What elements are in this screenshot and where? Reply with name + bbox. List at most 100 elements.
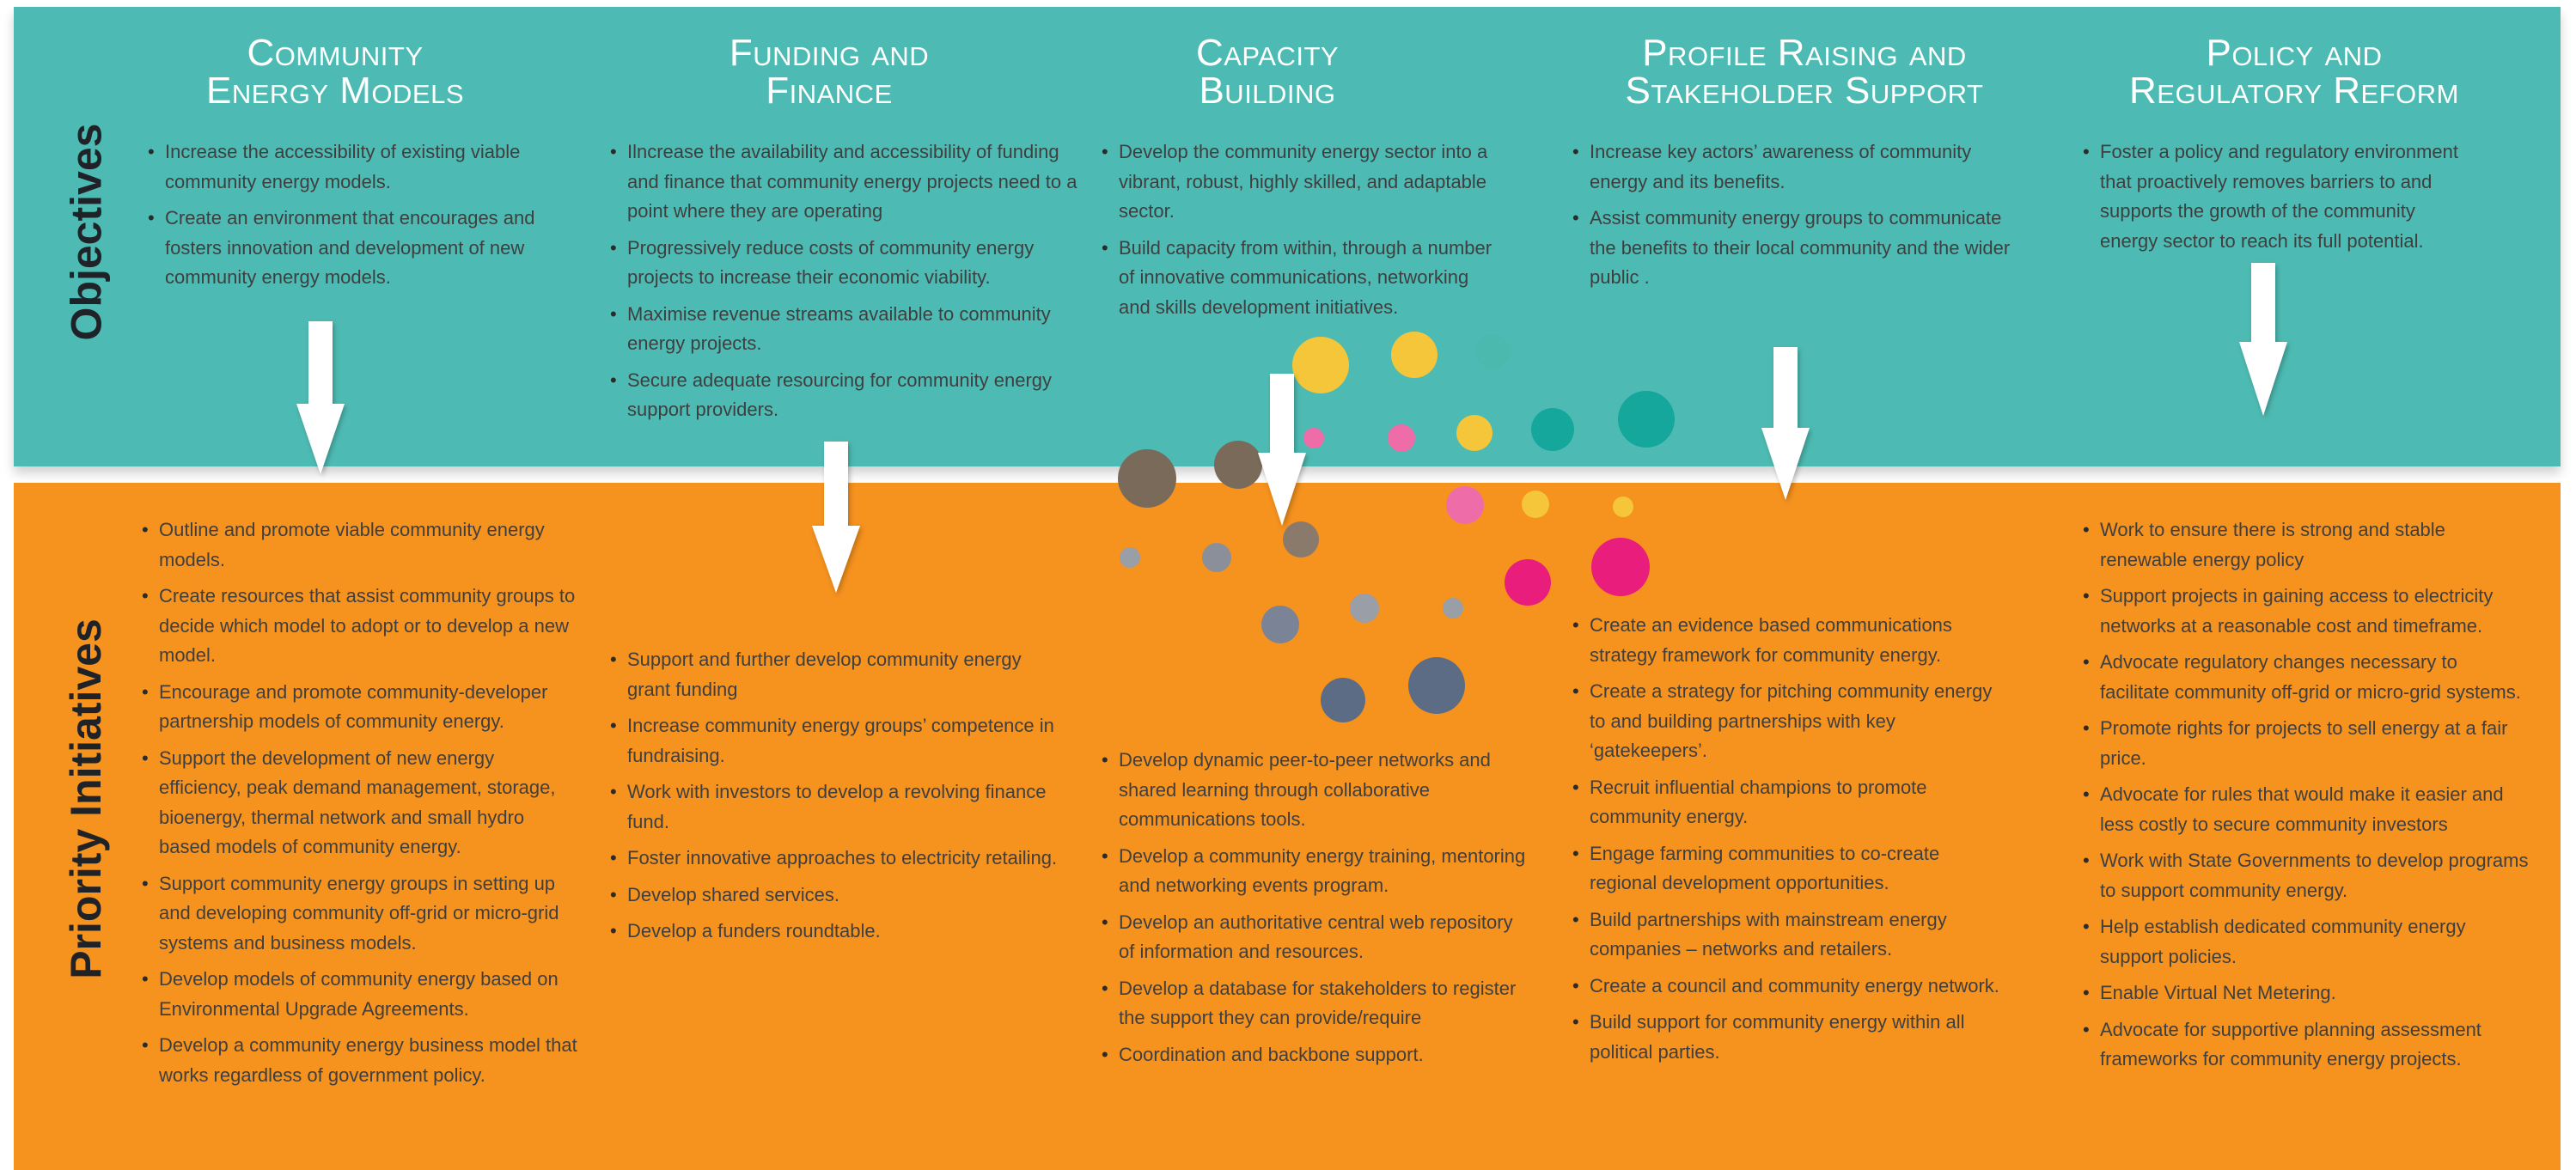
initiative-item: Support the development of new energy ef… (142, 744, 580, 862)
dot (1214, 441, 1262, 489)
initiative-item: Promote rights for projects to sell ener… (2083, 714, 2530, 773)
initiative-item: Work with investors to develop a revolvi… (610, 777, 1061, 837)
initiative-item: Develop a community energy business mode… (142, 1031, 580, 1090)
title-line: Profile Raising and (1642, 32, 1967, 74)
initiative-item: Build support for community energy withi… (1572, 1008, 2006, 1067)
title-line: Capacity (1195, 32, 1340, 74)
down-arrow-icon (812, 442, 860, 593)
title-line: Policy and (2206, 32, 2383, 74)
objective-item: Assist community energy groups to commun… (1572, 204, 2019, 293)
initiative-item: Develop shared services. (610, 881, 1061, 911)
initiative-item: Develop models of community energy based… (142, 965, 580, 1024)
initiative-item: Coordination and backbone support. (1102, 1040, 1527, 1070)
initiatives-list-community-energy-models: Outline and promote viable community ene… (142, 515, 580, 1097)
decorative-dots (1118, 332, 1675, 722)
title-line: Building (1199, 70, 1336, 112)
initiative-item: Support community energy groups in setti… (142, 869, 580, 959)
dot (1505, 559, 1551, 606)
objective-item: Progressively reduce costs of community … (610, 234, 1087, 293)
initiative-item: Enable Virtual Net Metering. (2083, 978, 2530, 1009)
objective-item: Build capacity from within, through a nu… (1102, 234, 1492, 323)
dot (1283, 521, 1319, 558)
initiative-item: Foster innovative approaches to electric… (610, 844, 1061, 874)
down-arrow-icon (1258, 374, 1306, 526)
column-title-profile-raising: Profile Raising and Stakeholder Support (1555, 34, 2054, 110)
initiative-item: Help establish dedicated community energ… (2083, 912, 2530, 972)
initiative-item: Create a strategy for pitching community… (1572, 677, 2006, 766)
initiative-item: Engage farming communities to co-create … (1572, 839, 2006, 899)
dot (1456, 415, 1492, 451)
initiative-item: Advocate regulatory changes necessary to… (2083, 648, 2530, 707)
dot (1350, 594, 1379, 623)
initiatives-list-funding-and-finance: Support and further develop community en… (610, 645, 1061, 954)
initiative-item: Build partnerships with mainstream energ… (1572, 905, 2006, 965)
initiative-item: Develop a community energy training, men… (1102, 842, 1527, 901)
initiative-item: Work to ensure there is strong and stabl… (2083, 515, 2530, 575)
dot (1303, 428, 1324, 448)
objective-item: Maximise revenue streams available to co… (610, 300, 1087, 359)
dot (1591, 538, 1650, 596)
objectives-list-funding-and-finance: Ilncrease the availability and accessibi… (610, 137, 1087, 432)
dot (1120, 547, 1140, 568)
initiative-item: Create a council and community energy ne… (1572, 972, 2006, 1002)
column-title-capacity-building: Capacity Building (1087, 34, 1448, 110)
initiative-item: Recruit influential champions to promote… (1572, 773, 2006, 832)
initiatives-list-capacity-building: Develop dynamic peer-to-peer networks an… (1102, 746, 1527, 1076)
title-line: Community (247, 32, 424, 74)
flow-arrows (296, 263, 2287, 593)
objective-item: Increase the accessibility of existing v… (148, 137, 569, 197)
dot (1475, 334, 1510, 369)
column-title-community-energy-models: Community Energy Models (155, 34, 516, 110)
objectives-list-community-energy-models: Increase the accessibility of existing v… (148, 137, 569, 300)
down-arrow-icon (296, 321, 345, 474)
initiative-item: Increase community energy groups’ compet… (610, 711, 1061, 771)
objective-item: Create an environment that encourages an… (148, 204, 569, 293)
initiative-item: Develop an authoritative central web rep… (1102, 908, 1527, 967)
objective-item: Foster a policy and regulatory environme… (2083, 137, 2478, 256)
objective-item: Ilncrease the availability and accessibi… (610, 137, 1087, 227)
initiative-item: Work with State Governments to develop p… (2083, 846, 2530, 905)
initiatives-list-policy-regulatory: Work to ensure there is strong and stabl… (2083, 515, 2530, 1082)
objectives-list-capacity-building: Develop the community energy sector into… (1102, 137, 1492, 329)
initiative-item: Create an evidence based communications … (1572, 611, 2006, 670)
dot (1522, 491, 1549, 518)
dot (1408, 657, 1465, 714)
objective-item: Secure adequate resourcing for community… (610, 366, 1087, 425)
down-arrow-icon (1761, 347, 1810, 500)
dot (1202, 543, 1231, 572)
title-line: Funding and (729, 32, 930, 74)
dot (1388, 424, 1415, 452)
objectives-list-policy-regulatory: Foster a policy and regulatory environme… (2083, 137, 2478, 263)
initiative-item: Advocate for rules that would make it ea… (2083, 780, 2530, 839)
initiative-item: Create resources that assist community g… (142, 582, 580, 671)
objectives-list-profile-raising: Increase key actors’ awareness of commun… (1572, 137, 2019, 300)
dot (1292, 337, 1349, 393)
down-arrow-icon (2239, 263, 2287, 416)
initiative-item: Support and further develop community en… (610, 645, 1061, 704)
title-line: Stakeholder Support (1625, 70, 1984, 112)
dot (1446, 486, 1484, 524)
dot (1613, 497, 1633, 517)
title-line: Energy Models (205, 70, 465, 112)
objective-item: Develop the community energy sector into… (1102, 137, 1492, 227)
objective-item: Increase key actors’ awareness of commun… (1572, 137, 2019, 197)
dot (1531, 408, 1574, 451)
dot (1618, 391, 1675, 448)
initiative-item: Encourage and promote community-develope… (142, 678, 580, 737)
initiative-item: Develop dynamic peer-to-peer networks an… (1102, 746, 1527, 835)
column-title-funding-and-finance: Funding and Finance (649, 34, 1010, 110)
dot (1321, 678, 1365, 722)
dot (1118, 449, 1176, 508)
initiative-item: Outline and promote viable community ene… (142, 515, 580, 575)
initiative-item: Develop a database for stakeholders to r… (1102, 974, 1527, 1033)
initiative-item: Advocate for supportive planning assessm… (2083, 1015, 2530, 1075)
initiatives-list-profile-raising: Create an evidence based communications … (1572, 611, 2006, 1074)
dot (1391, 332, 1438, 378)
initiative-item: Develop a funders roundtable. (610, 917, 1061, 947)
column-title-policy-regulatory: Policy and Regulatory Reform (2079, 34, 2509, 110)
initiative-item: Support projects in gaining access to el… (2083, 582, 2530, 641)
dot (1443, 598, 1463, 619)
dot (1261, 606, 1299, 643)
title-line: Finance (766, 70, 893, 112)
